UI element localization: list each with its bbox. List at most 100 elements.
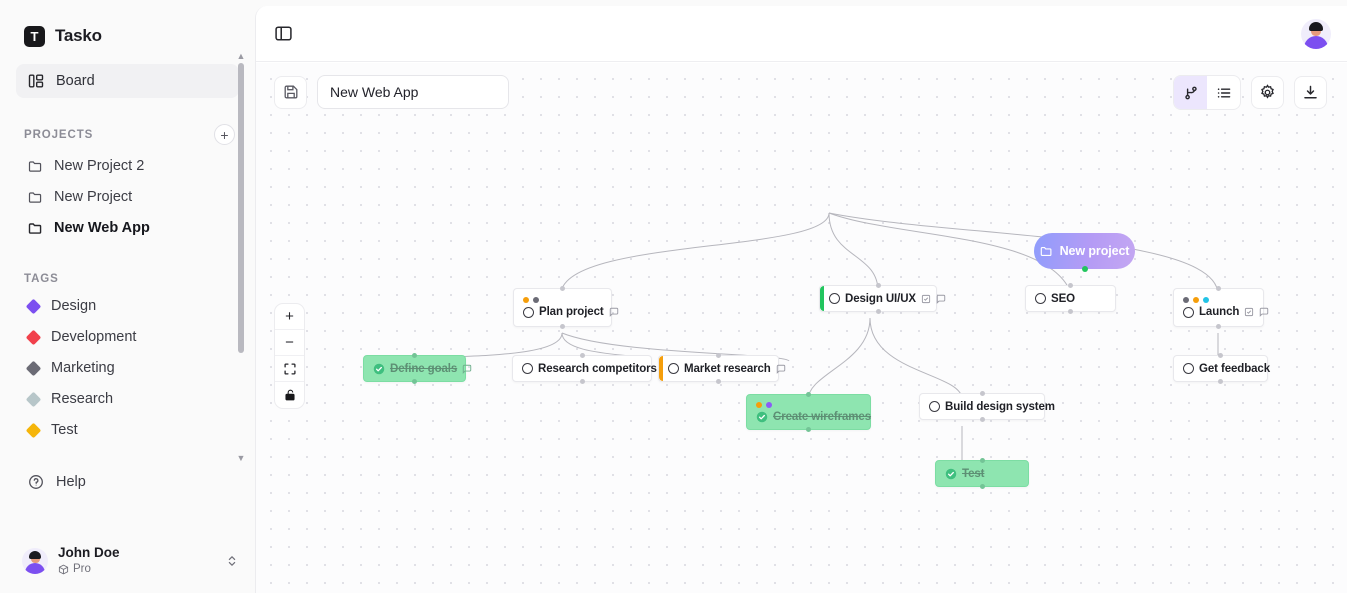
download-button[interactable] bbox=[1294, 76, 1327, 109]
scrollbar-thumb[interactable] bbox=[238, 63, 244, 353]
flow-node-build-design-system[interactable]: Build design system bbox=[919, 391, 1055, 422]
node-row: Plan project bbox=[514, 306, 618, 318]
sidebar-item-help[interactable]: Help bbox=[16, 467, 239, 497]
node-handle-target[interactable] bbox=[579, 353, 585, 358]
comment-icon[interactable] bbox=[609, 307, 619, 317]
flow-canvas[interactable]: + − bbox=[256, 63, 1347, 593]
flow-node-root[interactable]: New project bbox=[1034, 233, 1135, 272]
sidebar-tag-research[interactable]: Research bbox=[16, 384, 239, 414]
node-handle-target[interactable] bbox=[1216, 286, 1221, 291]
node-handle-source[interactable] bbox=[1068, 309, 1073, 314]
checkbox-circle-icon[interactable] bbox=[1183, 363, 1194, 374]
view-list-button[interactable] bbox=[1207, 76, 1240, 109]
fit-view-button[interactable] bbox=[275, 356, 304, 382]
tag-dot bbox=[1203, 297, 1209, 303]
sidebar-tag-design[interactable]: Design bbox=[16, 291, 239, 321]
node-handle-target[interactable] bbox=[979, 391, 985, 396]
lock-button[interactable] bbox=[275, 382, 304, 408]
node-handle-source[interactable] bbox=[979, 417, 985, 422]
add-project-button[interactable]: + bbox=[214, 124, 235, 145]
app-logo-icon: T bbox=[24, 25, 45, 47]
panel-left-icon[interactable] bbox=[274, 24, 293, 43]
checkbox-circle-icon[interactable] bbox=[929, 401, 940, 412]
zoom-in-button[interactable]: + bbox=[275, 304, 304, 330]
node-handle-target[interactable] bbox=[412, 353, 417, 358]
sidebar-item-board[interactable]: Board bbox=[16, 64, 239, 98]
sidebar-project-new-project-2[interactable]: New Project 2 bbox=[16, 151, 239, 181]
sidebar-tag-development[interactable]: Development bbox=[16, 322, 239, 352]
flow-node-plan-project[interactable]: Plan project bbox=[513, 286, 618, 329]
node-handle-target[interactable] bbox=[806, 392, 811, 397]
node-label: Research competitors bbox=[538, 362, 657, 375]
node-handle-source[interactable] bbox=[579, 379, 585, 384]
check-circle-icon[interactable] bbox=[945, 468, 957, 480]
node-handle-target[interactable] bbox=[1218, 353, 1223, 358]
comment-icon[interactable] bbox=[1259, 307, 1269, 317]
node-handle-source[interactable] bbox=[560, 324, 565, 329]
node-handle-target[interactable] bbox=[1068, 283, 1073, 288]
save-icon bbox=[283, 84, 299, 100]
node-accent-bar bbox=[820, 286, 824, 311]
flow-node-define-goals[interactable]: Define goals bbox=[363, 353, 472, 384]
zoom-out-button[interactable]: − bbox=[275, 330, 304, 356]
flow-node-get-feedback[interactable]: Get feedback bbox=[1173, 353, 1270, 384]
node-handle-target[interactable] bbox=[716, 353, 721, 358]
node-handle-target[interactable] bbox=[560, 286, 565, 291]
node-label: Test bbox=[962, 467, 985, 480]
node-handle-source[interactable] bbox=[875, 309, 881, 314]
flow-node-research-competitors[interactable]: Research competitors bbox=[512, 353, 657, 384]
checkbox-circle-icon[interactable] bbox=[1183, 306, 1194, 318]
tag-dot bbox=[756, 401, 762, 408]
checklist-icon[interactable] bbox=[1244, 307, 1254, 317]
node-handle-target[interactable] bbox=[875, 283, 881, 288]
scroll-up-icon[interactable]: ▲ bbox=[236, 51, 246, 61]
scroll-down-icon[interactable]: ▼ bbox=[236, 453, 246, 463]
node-handle-target[interactable] bbox=[979, 458, 985, 463]
checkbox-circle-icon[interactable] bbox=[829, 293, 840, 304]
checkbox-circle-icon[interactable] bbox=[523, 306, 534, 318]
sidebar-project-new-web-app[interactable]: New Web App bbox=[16, 213, 239, 243]
checkbox-circle-icon[interactable] bbox=[522, 363, 533, 374]
node-handle-source[interactable] bbox=[979, 484, 985, 489]
flow-node-create-wireframes[interactable]: Create wireframes bbox=[746, 392, 871, 432]
flow-node-design-ui-ux[interactable]: Design UI/UX bbox=[819, 283, 946, 314]
node-handle-source[interactable] bbox=[716, 379, 721, 384]
checkbox-circle-icon[interactable] bbox=[1035, 293, 1046, 304]
checkbox-circle-icon[interactable] bbox=[668, 363, 679, 374]
comment-icon[interactable] bbox=[462, 364, 472, 374]
node-row: Create wireframes bbox=[747, 411, 871, 423]
settings-button[interactable] bbox=[1251, 76, 1284, 109]
comment-icon[interactable] bbox=[936, 294, 946, 304]
flow-node-launch[interactable]: Launch bbox=[1173, 286, 1269, 329]
board-icon bbox=[28, 73, 44, 89]
node-handle-source[interactable] bbox=[1218, 379, 1223, 384]
scrollbar-track[interactable] bbox=[238, 63, 244, 451]
comment-icon[interactable] bbox=[776, 364, 786, 374]
checklist-icon[interactable] bbox=[921, 294, 931, 304]
avatar[interactable] bbox=[1301, 18, 1331, 49]
flow-node-test[interactable]: Test bbox=[935, 458, 1029, 489]
sidebar-project-label: New Project bbox=[54, 189, 133, 205]
node-handle-source[interactable] bbox=[1081, 266, 1088, 272]
save-button[interactable] bbox=[274, 75, 307, 109]
node-handle-source[interactable] bbox=[806, 427, 811, 432]
node-label: Plan project bbox=[539, 306, 604, 318]
check-circle-icon[interactable] bbox=[756, 411, 768, 423]
sidebar-tag-test[interactable]: Test bbox=[16, 415, 239, 445]
flow-node-market-research[interactable]: Market research bbox=[658, 353, 785, 384]
check-circle-icon[interactable] bbox=[373, 363, 385, 375]
project-title-input[interactable] bbox=[317, 75, 509, 109]
help-circle-icon bbox=[28, 474, 44, 490]
sidebar-scrollbar[interactable]: ▲ ▼ bbox=[236, 51, 246, 463]
sidebar-tag-label: Design bbox=[51, 298, 97, 314]
flow-node-seo[interactable]: SEO bbox=[1025, 283, 1116, 314]
chevron-up-down-icon[interactable] bbox=[225, 554, 239, 568]
node-handle-source[interactable] bbox=[1216, 324, 1221, 329]
view-tree-button[interactable] bbox=[1174, 76, 1207, 109]
sidebar-tag-marketing[interactable]: Marketing bbox=[16, 353, 239, 383]
node-handle-source[interactable] bbox=[412, 379, 417, 384]
projects-section-header: PROJECTS + bbox=[24, 124, 235, 145]
user-profile-row[interactable]: John Doe Pro bbox=[0, 539, 255, 583]
node-row: Market research bbox=[659, 363, 785, 375]
sidebar-project-new-project[interactable]: New Project bbox=[16, 182, 239, 212]
